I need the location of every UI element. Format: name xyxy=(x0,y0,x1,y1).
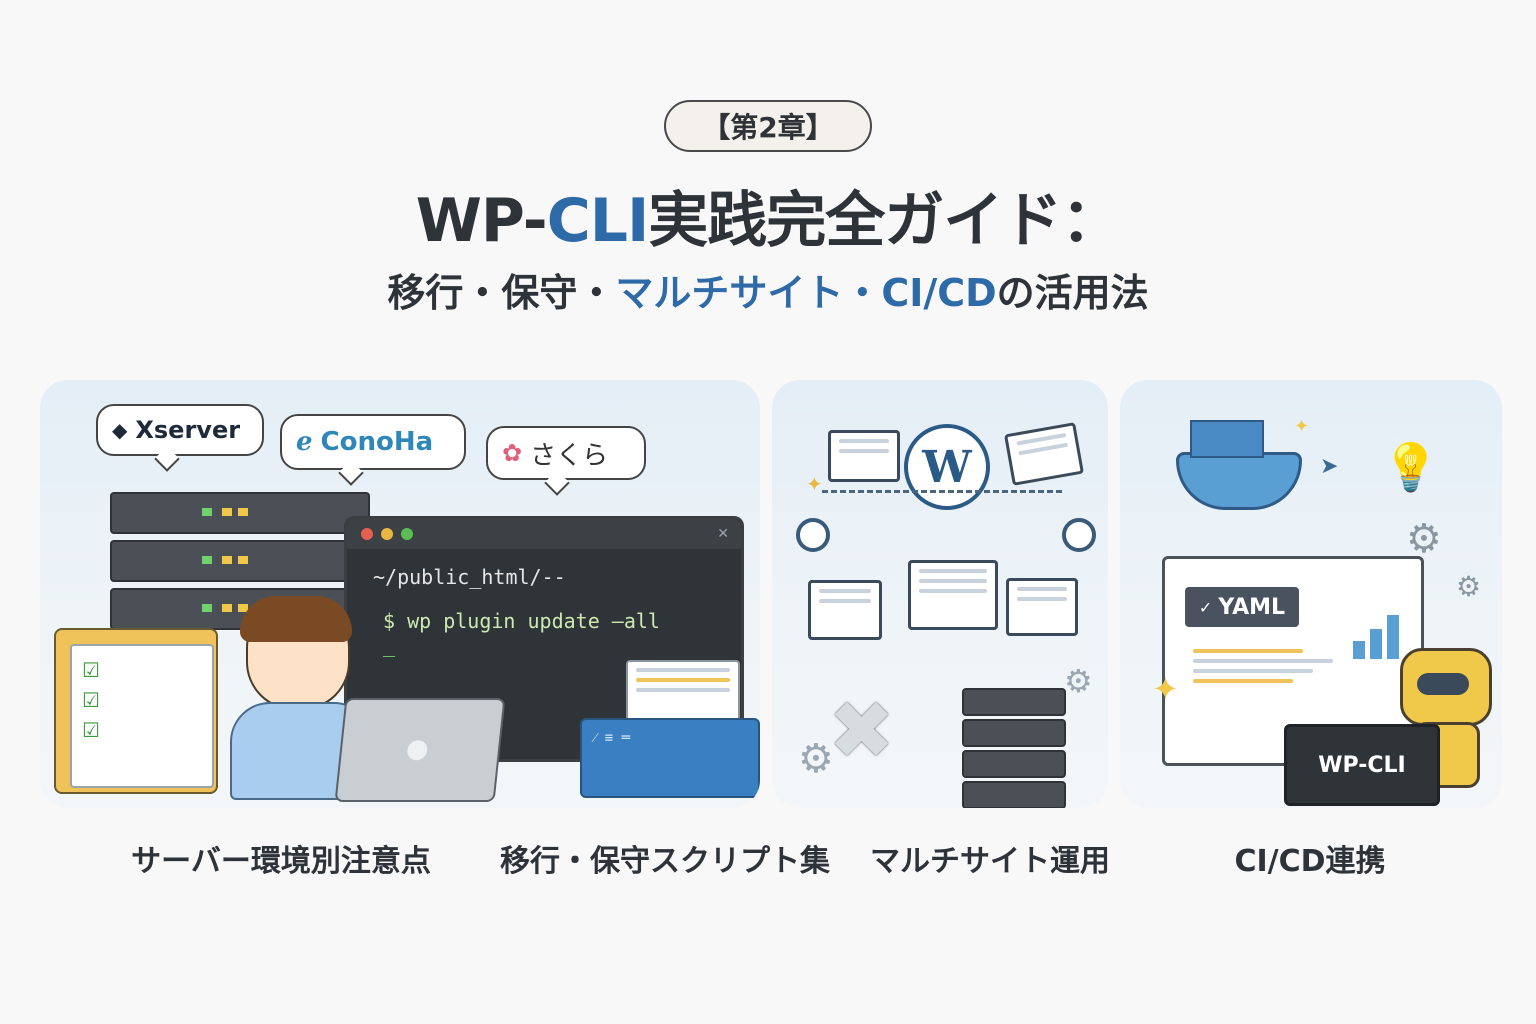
caption-cicd: CI/CD連携 xyxy=(1234,844,1386,879)
yaml-label: YAML xyxy=(1218,594,1286,620)
title-rest: 実践完全ガイド： xyxy=(648,186,1121,256)
network-node-icon xyxy=(1062,518,1096,552)
panel-server-migration: ◆ Xserver ℯ ConoHa ✿ さくら ✕ ~/public_html… xyxy=(40,380,760,808)
site-monitor xyxy=(1006,578,1078,636)
conoha-logo-icon: ℯ xyxy=(296,427,313,457)
subtitle-end: の活用法 xyxy=(996,271,1149,315)
subtitle-accent: マルチサイト・CI/CD xyxy=(615,271,997,315)
docker-containers-icon xyxy=(1190,420,1264,458)
check-icon: ✓ xyxy=(1198,597,1213,617)
host-name: ConoHa xyxy=(320,427,434,457)
laptop-label: WP-CLI xyxy=(1318,752,1406,778)
bar-chart-icon xyxy=(1353,609,1409,659)
code-folder: ⁄ ≡ ═ xyxy=(580,718,760,798)
panel-multisite: W ✖ ⚙ ⚙ ✦ xyxy=(772,380,1108,808)
sparkle-icon: ✦ xyxy=(1294,416,1310,437)
host-bubble-conoha: ℯ ConoHa xyxy=(280,414,466,470)
close-icon: ✕ xyxy=(717,526,729,542)
gear-icon: ⚙ xyxy=(798,736,834,782)
host-bubble-xserver: ◆ Xserver xyxy=(96,404,264,456)
laptop: ● xyxy=(334,698,506,802)
apple-logo-icon: ● xyxy=(404,734,431,764)
network-node-icon xyxy=(796,518,830,552)
subtitle-start: 移行・保守・ xyxy=(387,271,616,315)
page-subtitle: 移行・保守・マルチサイト・CI/CDの活用法 xyxy=(0,262,1536,317)
rocket-icon: ➤ xyxy=(1320,454,1339,479)
caption-server-env: サーバー環境別注意点 xyxy=(131,844,431,879)
caption-multisite: マルチサイト運用 xyxy=(870,844,1110,879)
xserver-logo-icon: ◆ xyxy=(112,418,128,442)
title-wp: WP- xyxy=(415,186,548,256)
host-name: Xserver xyxy=(135,416,241,444)
checklist-clipboard: ☑ ☑ ☑ xyxy=(54,628,218,794)
doc-card-icon xyxy=(1004,422,1084,486)
host-bubble-sakura: ✿ さくら xyxy=(486,426,646,480)
wordpress-logo-icon: W xyxy=(904,424,990,510)
check-icon: ☑ xyxy=(82,688,100,712)
terminal-command: $ wp plugin update –all xyxy=(383,609,660,633)
wp-cli-laptop: WP-CLI xyxy=(1284,724,1440,806)
doc-card-icon xyxy=(828,430,900,482)
site-monitor xyxy=(808,580,882,640)
terminal-path: ~/public_html/-- xyxy=(373,565,566,589)
terminal-cursor: _ xyxy=(383,633,396,657)
gear-icon: ⚙ xyxy=(1456,570,1482,603)
gear-icon: ⚙ xyxy=(1406,516,1442,562)
terminal-titlebar: ✕ xyxy=(347,519,741,549)
check-icon: ☑ xyxy=(82,658,100,682)
docker-whale-icon xyxy=(1176,452,1302,510)
chapter-badge: 【第2章】 xyxy=(664,100,872,152)
wrench-icon: ✖ xyxy=(828,684,896,777)
server-stack xyxy=(962,688,1066,808)
check-icon: ☑ xyxy=(82,718,100,742)
robot-icon xyxy=(1400,648,1492,726)
code-lines-icon: ⁄ ≡ ═ xyxy=(594,730,631,746)
title-cli: CLI xyxy=(546,186,650,256)
page-title: WP-CLI実践完全ガイド： xyxy=(0,172,1536,259)
site-monitor xyxy=(908,560,998,630)
panel-cicd: 💡 ➤ ⚙ ⚙ ✓ YAML WP-CLI ✦ ✦ xyxy=(1120,380,1502,808)
sparkle-icon: ✦ xyxy=(806,472,823,496)
sparkle-icon: ✦ xyxy=(1152,670,1179,708)
gear-icon: ⚙ xyxy=(1064,662,1093,700)
network-dashed-lines xyxy=(822,490,1062,583)
lightbulb-icon: 💡 xyxy=(1382,440,1440,494)
host-name: さくら xyxy=(530,440,609,471)
sakura-flower-icon: ✿ xyxy=(502,439,523,467)
caption-scripts: 移行・保守スクリプト集 xyxy=(500,844,830,879)
yaml-badge: ✓ YAML xyxy=(1185,587,1299,627)
